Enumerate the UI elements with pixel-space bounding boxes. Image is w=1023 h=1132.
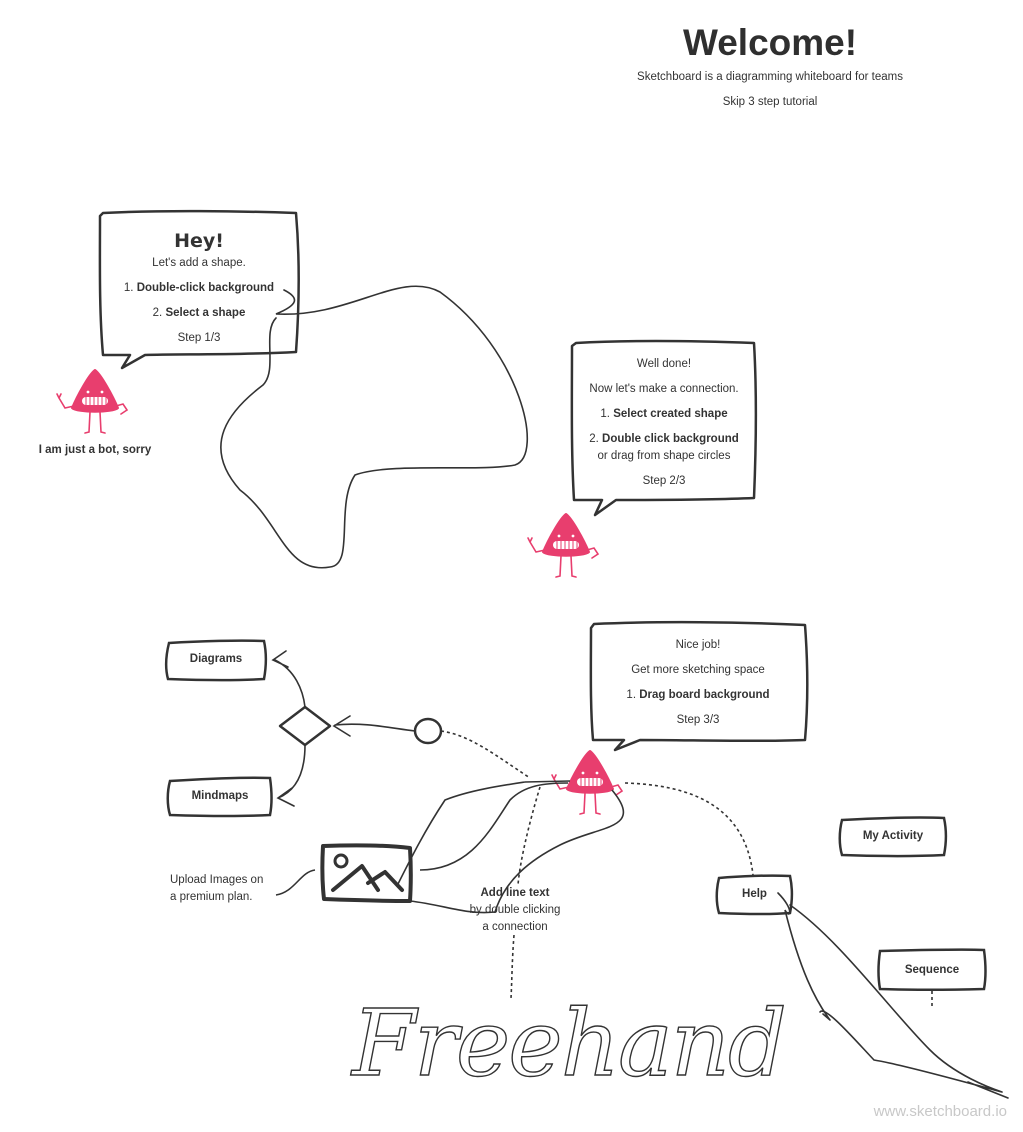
- help-label[interactable]: Help: [742, 888, 767, 900]
- step2-step-indicator: Step 2/3: [642, 475, 686, 487]
- skip-tutorial-link[interactable]: Skip 3 step tutorial: [722, 96, 818, 108]
- step3-item-1: 1. Drag board background: [592, 688, 804, 702]
- step1-bubble[interactable]: [98, 209, 300, 370]
- diagrams-label[interactable]: Diagrams: [189, 653, 243, 665]
- mindmaps-node[interactable]: [166, 776, 273, 818]
- freehand-connection-1[interactable]: [220, 285, 528, 569]
- step2-item-2-number: 2.: [589, 433, 599, 445]
- step2-bubble-content: Well done! Now let's make a connection. …: [576, 357, 752, 488]
- step3-item-1-text: Drag board background: [639, 689, 770, 701]
- connector-circle-diamond[interactable]: [332, 715, 416, 737]
- step1-item-2-text: Select a shape: [165, 307, 246, 319]
- step1-item-1-number: 1.: [123, 282, 134, 294]
- my-activity-node[interactable]: [838, 816, 948, 858]
- watermark-link[interactable]: www.sketchboard.io: [873, 1103, 1007, 1120]
- step3-item-1-number: 1.: [626, 689, 637, 701]
- upload-images-note: Upload Images on a premium plan.: [170, 872, 280, 906]
- connector-image-bottom[interactable]: [409, 789, 625, 914]
- step1-item-2: 2. Select a shape: [105, 306, 293, 320]
- dashed-connector-linetext[interactable]: [510, 786, 541, 999]
- step3-bubble[interactable]: [589, 620, 809, 752]
- upload-note-line-2: a premium plan.: [170, 891, 253, 903]
- diagrams-node[interactable]: [164, 639, 268, 682]
- step2-bubble[interactable]: [570, 339, 758, 517]
- mascot-bot-1: [56, 369, 128, 434]
- line-text-note-line-2: by double clicking: [469, 904, 561, 916]
- step2-item-1-text: Select created shape: [613, 408, 728, 420]
- line-text-note: Add line text by double clicking a conne…: [455, 885, 575, 936]
- dashed-connector-circle-bot[interactable]: [440, 730, 531, 779]
- step2-line-2: Now let's make a connection.: [589, 383, 739, 395]
- line-text-note-line-3: a connection: [482, 921, 548, 933]
- connector-bot-line[interactable]: [524, 780, 571, 783]
- mascot-bot-2: [527, 513, 599, 578]
- step2-item-2: 2. Double click background: [576, 432, 752, 446]
- step2-item-2-subtext: or drag from shape circles: [597, 450, 731, 462]
- decision-diamond[interactable]: [278, 705, 332, 747]
- step1-step-indicator: Step 1/3: [177, 332, 221, 344]
- step2-item-1: 1. Select created shape: [576, 407, 752, 421]
- mindmaps-label[interactable]: Mindmaps: [191, 790, 249, 802]
- connector-diamond-diagrams[interactable]: [271, 650, 306, 708]
- image-placeholder-icon[interactable]: [320, 843, 413, 903]
- step1-item-1: 1. Double-click background: [105, 281, 293, 295]
- step3-step-indicator: Step 3/3: [676, 714, 720, 726]
- upload-note-line-1: Upload Images on: [170, 874, 264, 886]
- connector-diamond-mindmaps[interactable]: [276, 744, 306, 807]
- line-text-note-line-1: Add line text: [480, 887, 550, 899]
- dashed-connector-bot-help[interactable]: [624, 782, 754, 876]
- step1-item-2-number: 2.: [152, 307, 163, 319]
- freehand-handwriting[interactable]: Freehand: [349, 989, 787, 1097]
- step3-bubble-content: Nice job! Get more sketching space 1. Dr…: [592, 638, 804, 727]
- step3-line-1: Nice job!: [675, 639, 721, 651]
- bot-caption: I am just a bot, sorry: [38, 444, 152, 456]
- step2-item-1-number: 1.: [600, 408, 610, 420]
- circle-node[interactable]: [413, 717, 443, 745]
- sequence-label[interactable]: Sequence: [904, 964, 960, 976]
- my-activity-label[interactable]: My Activity: [862, 830, 924, 842]
- step1-bubble-content: Hey! Let's add a shape. 1. Double-click …: [105, 230, 293, 345]
- connector-upload-note[interactable]: [275, 869, 316, 896]
- page-subtitle: Sketchboard is a diagramming whiteboard …: [637, 71, 903, 83]
- connector-image-bot-2[interactable]: [419, 782, 569, 871]
- step3-line-2: Get more sketching space: [631, 664, 765, 676]
- page-title: Welcome!: [682, 22, 858, 63]
- step1-item-1-text: Double-click background: [136, 282, 275, 294]
- sequence-node[interactable]: [877, 948, 987, 991]
- freehand-scribble-help[interactable]: [777, 892, 1009, 1099]
- step1-intro: Let's add a shape.: [152, 257, 246, 269]
- step2-item-2-text: Double click background: [602, 433, 739, 445]
- step2-line-1: Well done!: [636, 358, 692, 370]
- step1-heading: Hey!: [174, 230, 224, 252]
- connector-image-bot-1[interactable]: [396, 781, 526, 887]
